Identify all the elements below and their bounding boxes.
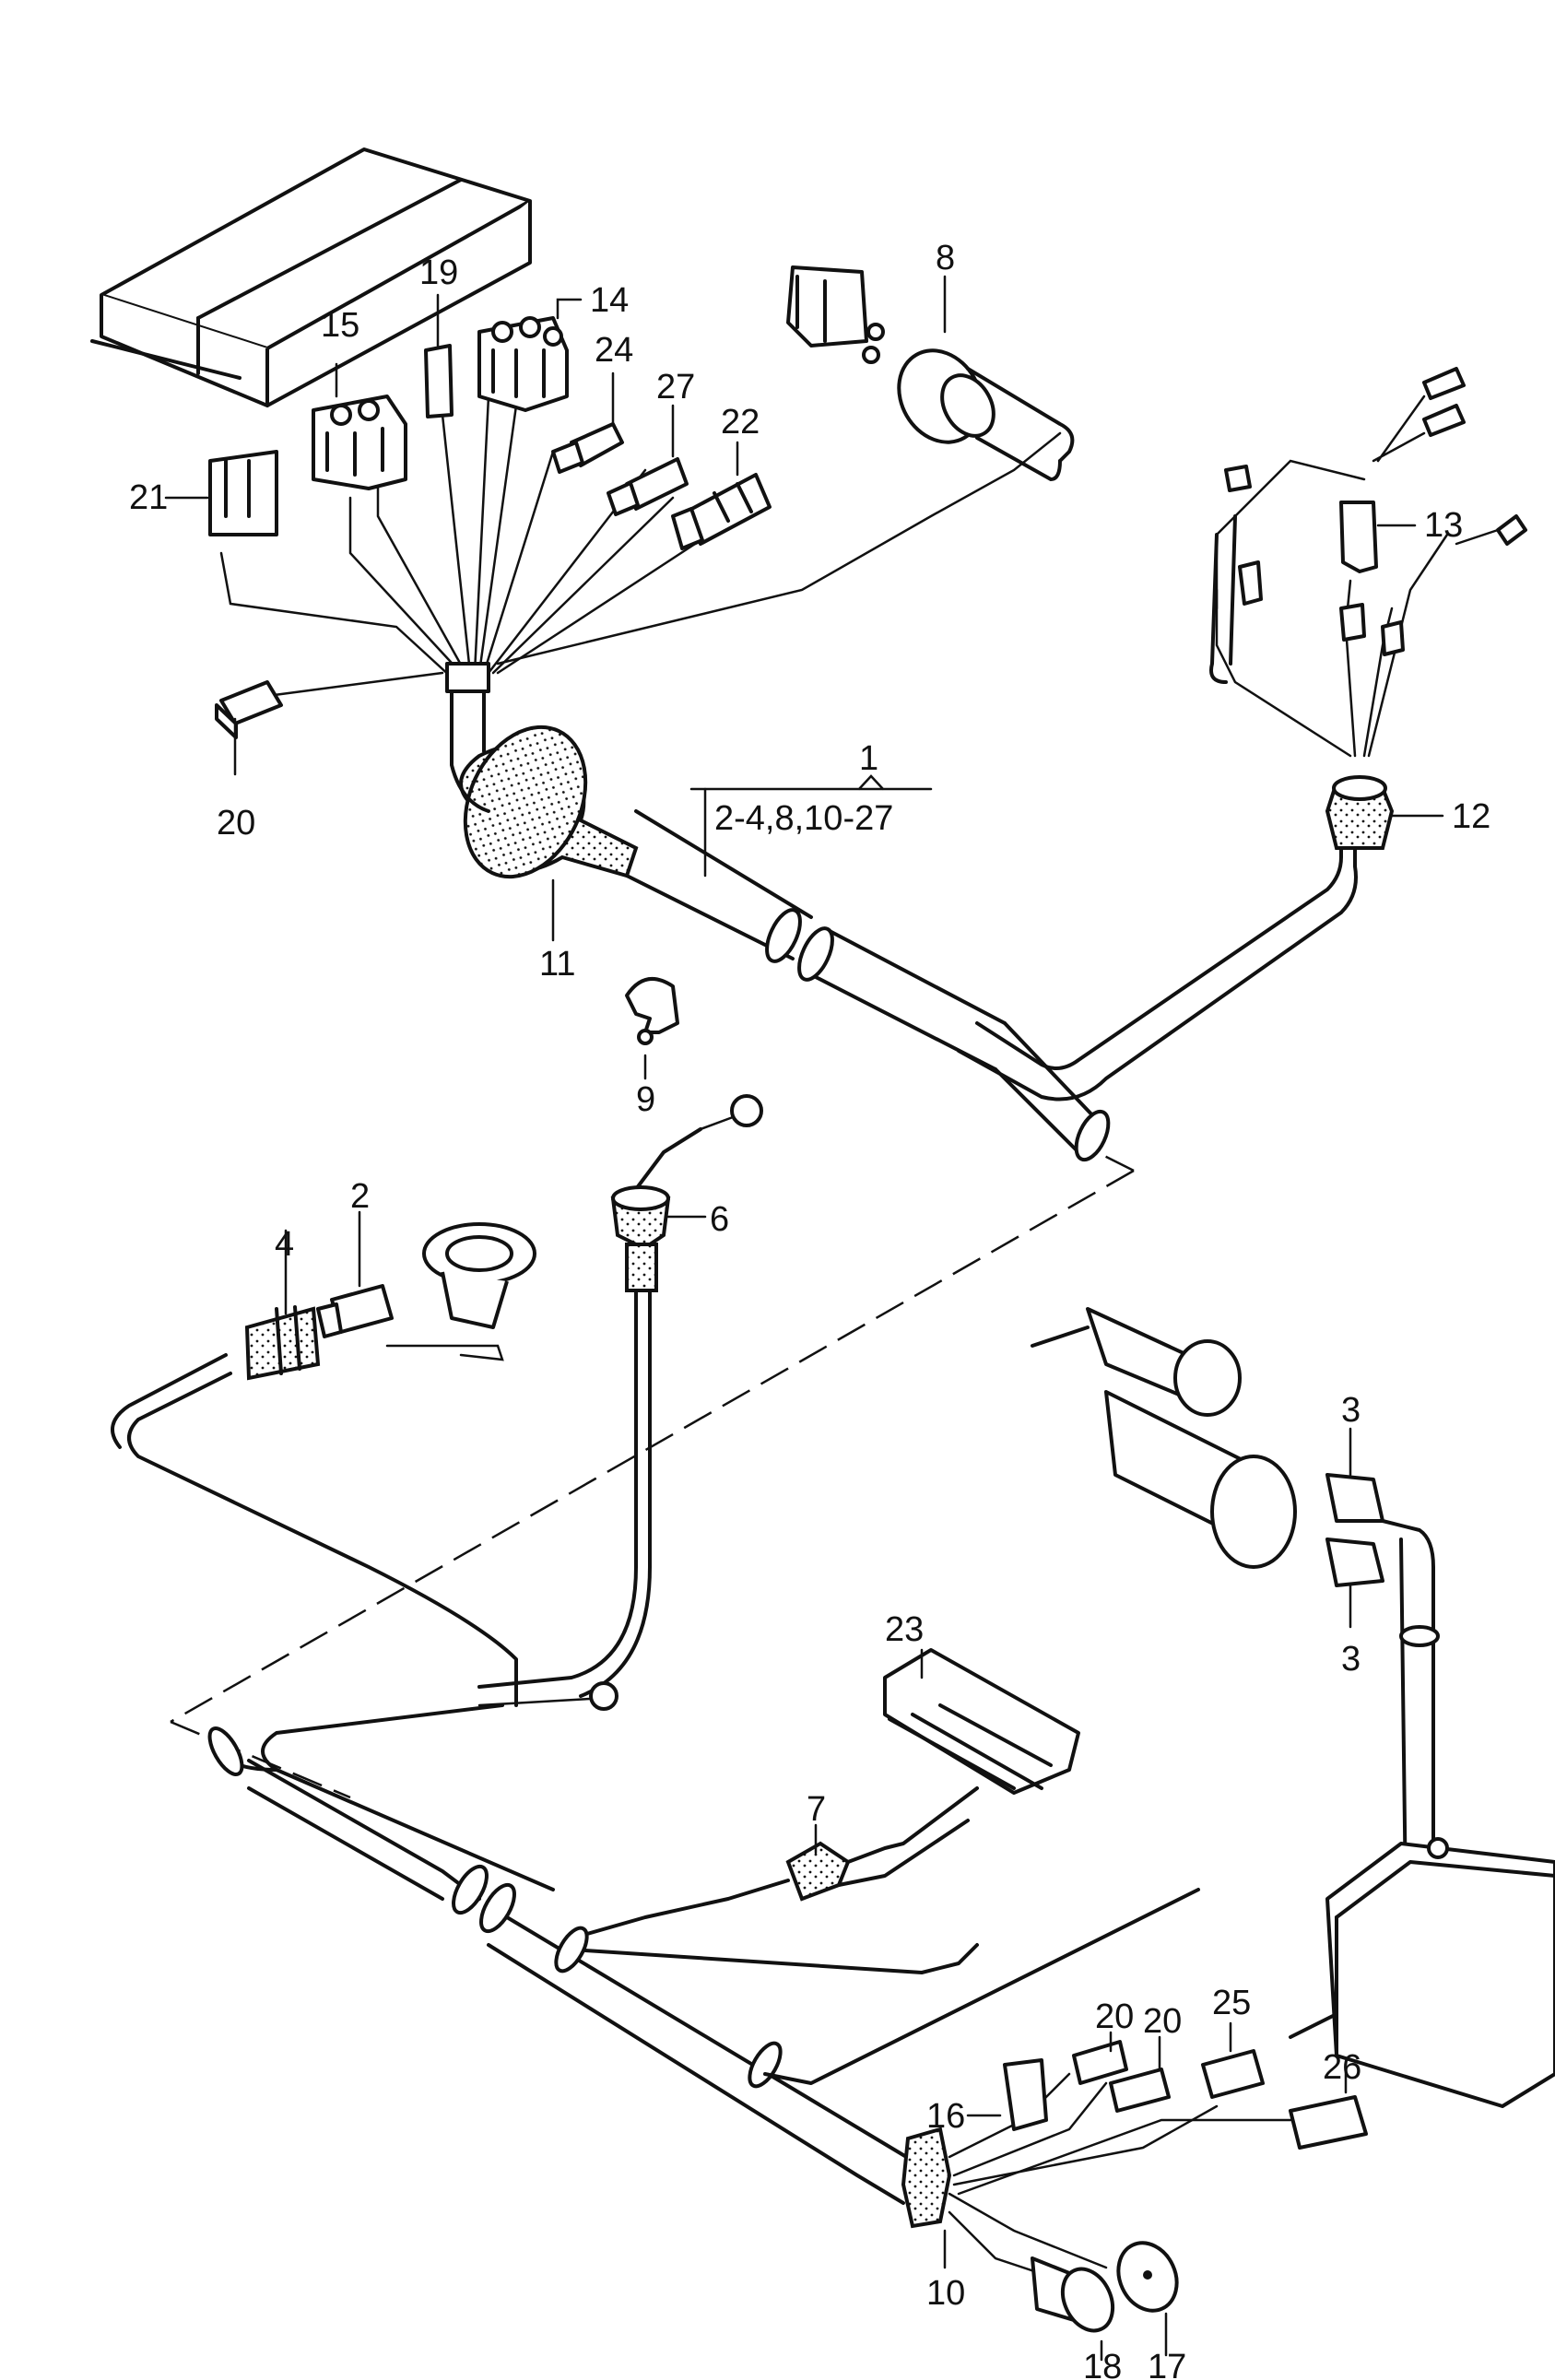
- label-21: 21: [129, 478, 168, 517]
- switch-8[interactable]: [786, 265, 885, 364]
- part-labels: 1 2-4,8,10-27 2 3 3 4 6 7 8 9 10 11 12 1…: [129, 239, 1490, 2380]
- connector-26[interactable]: [1289, 2095, 1368, 2150]
- label-26: 26: [1323, 2048, 1361, 2087]
- connector-16[interactable]: [1003, 2058, 1048, 2131]
- label-19: 19: [419, 253, 458, 292]
- label-10: 10: [926, 2274, 965, 2313]
- connector-17[interactable]: [1108, 2233, 1187, 2320]
- label-16: 16: [926, 2097, 965, 2136]
- connector-18[interactable]: [1031, 2256, 1122, 2339]
- connector-14[interactable]: [477, 316, 569, 412]
- connector-20-top[interactable]: [215, 680, 283, 739]
- label-20-top: 20: [217, 804, 255, 842]
- label-7: 7: [807, 1790, 826, 1829]
- connector-20-mid[interactable]: [1072, 2040, 1128, 2085]
- terminal-connectors-right: [1224, 367, 1527, 656]
- module-23[interactable]: [883, 1648, 1080, 1795]
- label-4: 4: [275, 1225, 294, 1264]
- label-1: 1: [859, 739, 878, 778]
- lower-harness: [247, 1759, 1200, 2205]
- main-harness-trunk: [607, 809, 1111, 1162]
- label-20-low: 20: [1143, 2002, 1182, 2041]
- label-9: 9: [636, 1080, 655, 1119]
- connector-8[interactable]: [883, 336, 1075, 481]
- connector-19[interactable]: [424, 344, 454, 418]
- leader-lines: [164, 275, 1444, 2362]
- grommet-7: [579, 1786, 979, 1938]
- connector-2[interactable]: [316, 1284, 394, 1338]
- fuel-sender: [385, 1222, 536, 1361]
- ground-wire-6: [477, 1094, 763, 1698]
- right-branch-harness: [957, 846, 1358, 1102]
- label-23: 23: [885, 1610, 924, 1649]
- connector-15[interactable]: [312, 395, 407, 490]
- label-11: 11: [539, 945, 575, 984]
- label-14: 14: [590, 281, 629, 320]
- label-18: 18: [1083, 2348, 1122, 2380]
- connector-21[interactable]: [208, 450, 278, 536]
- connector-20-low[interactable]: [1109, 2068, 1171, 2113]
- label-1-range: 2-4,8,10-27: [714, 799, 893, 838]
- label-6: 6: [710, 1200, 729, 1239]
- label-20-mid: 20: [1095, 1997, 1134, 2036]
- connector-3-upper[interactable]: [1325, 1473, 1384, 1523]
- label-25: 25: [1212, 1984, 1251, 2022]
- control-box-lower-right: [1325, 1837, 1555, 2108]
- control-unit-housing: [90, 147, 532, 407]
- connector-3-lower[interactable]: [1325, 1538, 1384, 1587]
- grommet-12: [1215, 459, 1449, 850]
- label-3-lower: 3: [1341, 1640, 1361, 1679]
- connector-27[interactable]: [607, 457, 689, 516]
- connector-25[interactable]: [1201, 2049, 1265, 2099]
- label-12: 12: [1452, 797, 1490, 836]
- connector-4[interactable]: [244, 1305, 321, 1381]
- label-8: 8: [936, 239, 955, 277]
- label-2: 2: [350, 1177, 370, 1216]
- left-harness-loop: [111, 1353, 618, 1891]
- label-17: 17: [1148, 2348, 1186, 2380]
- label-27: 27: [656, 368, 695, 406]
- connector-24[interactable]: [551, 422, 624, 474]
- label-3-upper: 3: [1341, 1391, 1361, 1430]
- routing-dash-lines: [170, 1150, 1135, 1799]
- label-13: 13: [1424, 506, 1463, 545]
- starter-motor: [1031, 1307, 1297, 1569]
- connector-13[interactable]: [1339, 501, 1378, 573]
- label-22: 22: [721, 403, 760, 442]
- connector-22[interactable]: [671, 473, 772, 550]
- cable-loop-right: [1209, 514, 1237, 684]
- grommet-11: [450, 680, 639, 879]
- label-24: 24: [595, 331, 633, 370]
- clip-9[interactable]: [625, 977, 679, 1045]
- label-15: 15: [321, 306, 359, 345]
- grommet-10: [901, 2072, 1292, 2279]
